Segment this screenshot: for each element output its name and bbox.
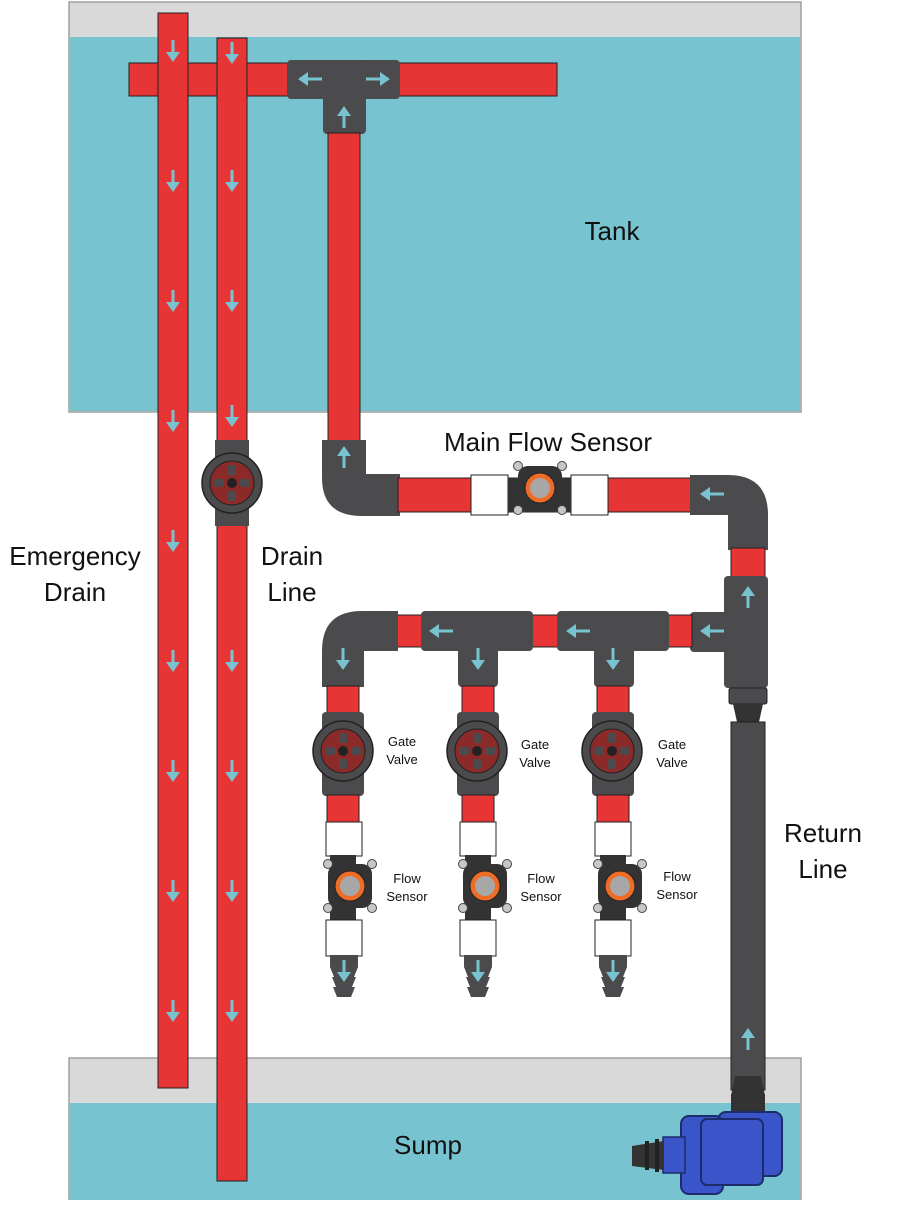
gate-valve-1-label-line2: Valve <box>386 752 418 767</box>
pump-icon <box>632 1111 783 1195</box>
main-flow-sensor-label: Main Flow Sensor <box>444 427 652 457</box>
drain-line-label-line1: Drain <box>261 541 323 571</box>
flow-sensor-1-label-line1: Flow <box>393 871 421 886</box>
emergency-drain-label-line1: Emergency <box>9 541 141 571</box>
return-line-hose <box>728 687 768 1120</box>
main-riser-pipe <box>327 132 361 444</box>
return-line-label-line2: Line <box>798 854 847 884</box>
manifold-pipe <box>322 611 693 687</box>
flow-sensor-3-label-line1: Flow <box>663 869 691 884</box>
main-elbow-right <box>690 475 768 550</box>
top-tee-fitting <box>287 60 400 134</box>
flow-sensor-2-label-line2: Sensor <box>520 889 562 904</box>
branch-2 <box>446 685 512 997</box>
right-vertical-pipe <box>730 547 766 579</box>
drain-line-pipe <box>216 37 248 1182</box>
drain-line-label-line2: Line <box>267 577 316 607</box>
flow-sensor-2-label-line1: Flow <box>527 871 555 886</box>
branch-3 <box>581 685 647 997</box>
drain-line-valve <box>201 440 263 526</box>
flow-sensor-1-label-line2: Sensor <box>386 889 428 904</box>
gate-valve-2-label-line1: Gate <box>521 737 549 752</box>
sump-label: Sump <box>394 1130 462 1160</box>
gate-valve-2-label-line2: Valve <box>519 755 551 770</box>
emergency-drain-label-line2: Drain <box>44 577 106 607</box>
gate-valve-3-label-line2: Valve <box>656 755 688 770</box>
flow-sensor-3-label-line2: Sensor <box>656 887 698 902</box>
right-tee-fitting <box>690 576 768 688</box>
main-elbow-left <box>322 440 400 516</box>
branch-1 <box>312 685 377 997</box>
sump <box>68 1057 802 1201</box>
gate-valve-3-label-line1: Gate <box>658 737 686 752</box>
main-flow-sensor <box>513 461 567 515</box>
tank-label: Tank <box>585 216 641 246</box>
gate-valve-1-label-line1: Gate <box>388 734 416 749</box>
return-line-label-line1: Return <box>784 818 862 848</box>
